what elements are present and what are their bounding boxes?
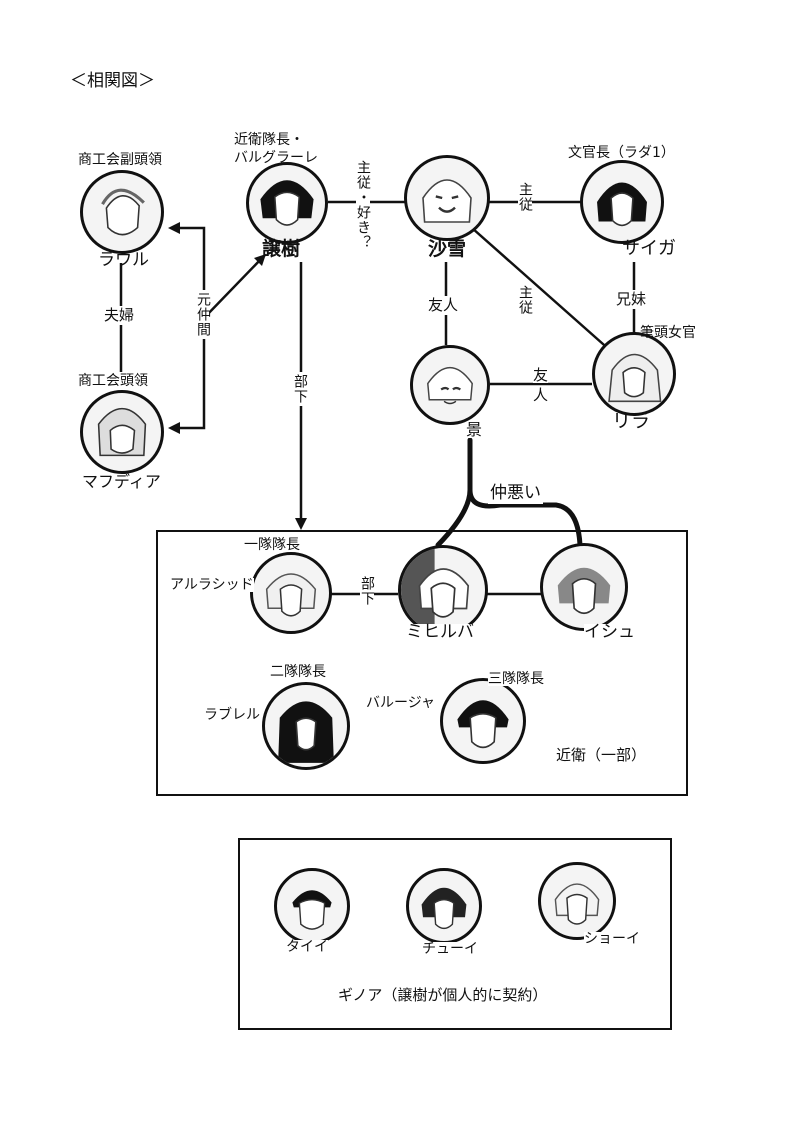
- portrait-mafudia: [80, 390, 164, 474]
- relation-sayuki-saiga: 主従: [517, 180, 533, 214]
- relation-former-comrades: 元仲間: [195, 290, 211, 339]
- relation-joju-sayuki: 主従・好き？: [355, 158, 371, 252]
- arrow-mafudia: [168, 422, 180, 434]
- joju-role-line1: 近衛隊長・: [234, 132, 304, 148]
- rira-role: 筆頭女官: [640, 325, 696, 341]
- ishu-name: イシュ: [584, 622, 635, 642]
- raul-role: 商工会副頭領: [78, 152, 162, 168]
- arurashid-name: アルラシッド: [170, 577, 254, 593]
- saiga-role: 文官長（ラダ1）: [568, 145, 675, 161]
- relation-joju-guard: 部下: [292, 372, 308, 406]
- line-to-joju: [203, 257, 263, 319]
- portrait-arurashid: [250, 552, 332, 634]
- relation-kei-rira-1: 友: [533, 366, 549, 384]
- joju-name: 譲樹: [262, 238, 301, 260]
- saiga-name: サイガ: [622, 238, 676, 259]
- guard-group-label: 近衛（一部）: [556, 746, 647, 764]
- guard-group-box: [156, 530, 688, 796]
- kei-name: 景: [466, 420, 483, 439]
- baruja-name: バルージャ: [366, 695, 436, 711]
- arrow-guard: [295, 518, 307, 530]
- portrait-baruja: [440, 678, 526, 764]
- raburel-name: ラブレル: [204, 707, 260, 723]
- relation-kei-mihiruba: 仲悪い: [488, 483, 543, 504]
- mafudia-name: マフディア: [82, 472, 161, 491]
- arurashid-role: 一隊隊長: [244, 537, 300, 553]
- portrait-shoui: [538, 862, 616, 940]
- shoui-name: ショーイ: [584, 931, 640, 947]
- arrow-joju: [254, 254, 266, 266]
- ginoa-group-box: [238, 838, 672, 1030]
- mihiruba-name: ミヒルバ: [406, 622, 474, 642]
- portrait-taii: [274, 868, 350, 944]
- rira-name: リラ: [612, 410, 651, 432]
- relation-arurashid-mihiruba: 部下: [359, 574, 375, 608]
- portrait-mihiruba: [398, 545, 488, 635]
- line-sayuki-rira: [471, 227, 613, 353]
- relation-saiga-rira: 兄妹: [616, 290, 647, 309]
- relation-kei-rira-2: 人: [533, 386, 549, 404]
- relation-sayuki-rira: 主従: [517, 283, 533, 317]
- arrow-raul: [168, 222, 180, 234]
- portrait-rira: [592, 332, 676, 416]
- chuui-name: チューイ: [422, 941, 478, 957]
- portrait-saiga: [580, 160, 664, 244]
- page-title: ＜相関図＞: [70, 71, 155, 91]
- baruja-role: 三隊隊長: [488, 671, 544, 687]
- ginoa-group-label: ギノア（譲樹が個人的に契約）: [338, 986, 548, 1004]
- portrait-ishu: [540, 543, 628, 631]
- relation-raul-mafudia: 夫婦: [104, 306, 135, 325]
- relation-sayuki-kei: 友人: [428, 296, 459, 315]
- mafudia-role: 商工会頭領: [78, 373, 148, 389]
- sayuki-name: 沙雪: [428, 238, 467, 260]
- raburel-role: 二隊隊長: [270, 664, 326, 680]
- portrait-sayuki: [404, 155, 490, 241]
- line-kei-ishu-bad: [467, 487, 583, 548]
- portrait-kei: [410, 345, 490, 425]
- joju-role-line2: バルグラーレ: [234, 150, 318, 166]
- raul-name: ラウル: [98, 250, 149, 270]
- portrait-joju: [246, 162, 328, 244]
- taii-name: タイイ: [286, 939, 328, 955]
- portrait-raburel: [262, 682, 350, 770]
- portrait-raul: [80, 170, 164, 254]
